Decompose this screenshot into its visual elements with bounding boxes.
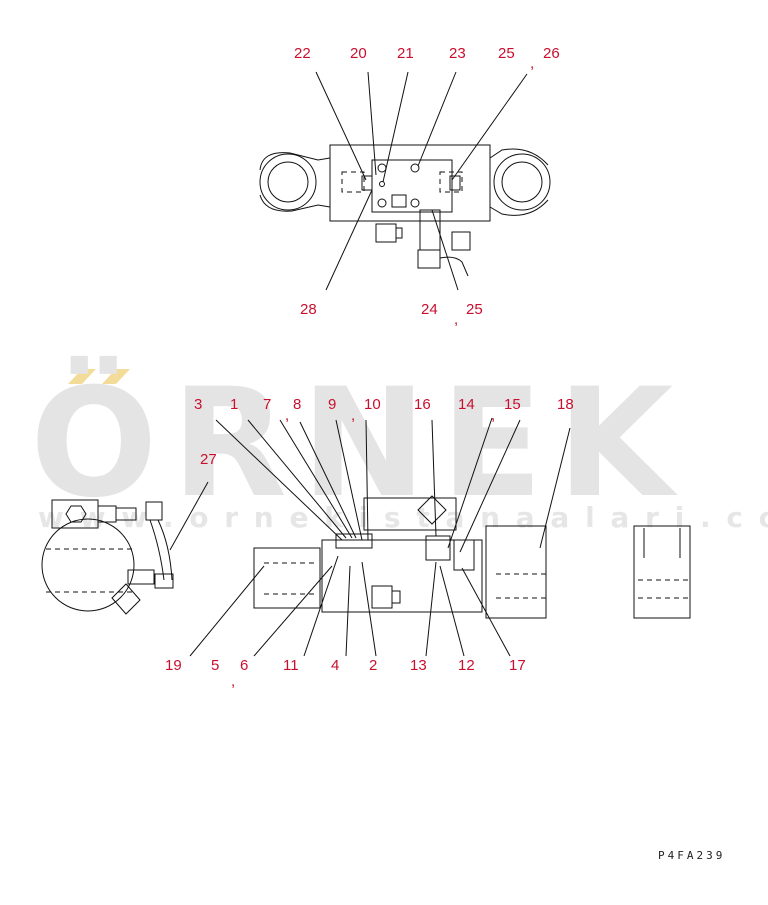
part-label: 15	[504, 396, 521, 413]
part-label: 25	[498, 45, 515, 62]
separator-mark: ,	[231, 673, 235, 690]
part-label: 19	[165, 657, 182, 674]
part-label: 25	[466, 301, 483, 318]
separator-mark: ,	[530, 55, 534, 72]
part-label: 26	[543, 45, 560, 62]
part-label: 12	[458, 657, 475, 674]
part-label: 18	[557, 396, 574, 413]
side-view-labels: 3 1 7 , 8 9 , 10 16 14 , 15 18 27 19 5 ,…	[165, 396, 574, 690]
separator-mark: ,	[285, 407, 289, 424]
part-label: 11	[283, 657, 299, 674]
separator-mark: ,	[491, 407, 495, 424]
watermark-accent-right	[102, 369, 130, 384]
part-label: 24	[421, 301, 438, 318]
part-label: 14	[458, 396, 475, 413]
part-label: 7	[263, 396, 271, 413]
separator-mark: ,	[351, 407, 355, 424]
part-label: 8	[293, 396, 301, 413]
part-label: 27	[200, 451, 217, 468]
part-label: 16	[414, 396, 431, 413]
top-view-labels: 22 20 21 23 25 , 26 28 24 , 25	[294, 45, 560, 328]
drawing-code: P4FA239	[658, 849, 725, 862]
side-view-cylinder	[41, 495, 691, 619]
top-view-cylinder	[259, 144, 551, 277]
part-label: 21	[397, 45, 414, 62]
part-label: 10	[364, 396, 381, 413]
part-label: 9	[328, 396, 336, 413]
top-view-leaders	[315, 71, 528, 291]
part-label: 4	[331, 657, 339, 674]
part-label: 3	[194, 396, 202, 413]
part-label: 23	[449, 45, 466, 62]
side-view-leaders	[169, 417, 571, 657]
watermark-url: w w w . o r n e k i s t a n a a l a r i …	[38, 501, 768, 534]
part-label: 2	[369, 657, 377, 674]
part-label: 22	[294, 45, 311, 62]
watermark-accent-left	[68, 369, 96, 384]
part-label: 17	[509, 657, 526, 674]
part-label: 1	[230, 396, 238, 413]
part-label: 20	[350, 45, 367, 62]
part-label: 28	[300, 301, 317, 318]
part-label: 13	[410, 657, 427, 674]
part-label: 5	[211, 657, 219, 674]
separator-mark: ,	[454, 311, 458, 328]
part-label: 6	[240, 657, 248, 674]
watermark: ÖRNEK w w w . o r n e k i s t a n a a l …	[30, 355, 768, 534]
